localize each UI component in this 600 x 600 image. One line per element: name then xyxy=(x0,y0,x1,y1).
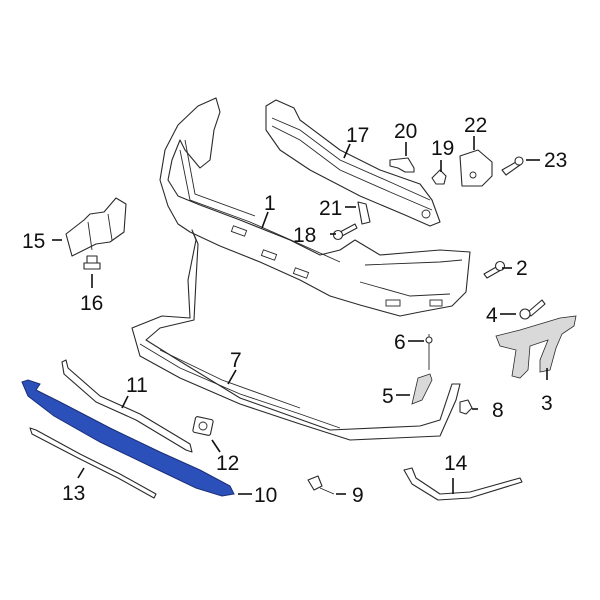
part-16-retainer[interactable] xyxy=(83,255,101,270)
part-5-guide-bracket[interactable] xyxy=(411,373,433,405)
part-15-heat-shield[interactable] xyxy=(65,197,127,257)
leader-lines xyxy=(52,136,548,495)
part-4-screw[interactable] xyxy=(519,299,546,320)
part-8-clip[interactable] xyxy=(459,399,473,415)
part-10-valance-panel[interactable] xyxy=(21,379,235,497)
callout-1: 1 xyxy=(264,192,276,215)
callout-12: 12 xyxy=(216,452,239,475)
callout-2: 2 xyxy=(516,257,528,280)
callout-16: 16 xyxy=(80,292,103,315)
part-17-impact-bar[interactable] xyxy=(265,99,441,227)
callout-9: 9 xyxy=(352,484,364,507)
part-22-module-bracket[interactable] xyxy=(459,149,493,187)
part-7-bumper-cover-lower[interactable] xyxy=(131,229,461,441)
part-23-bolt[interactable] xyxy=(501,156,524,176)
part-20-bracket[interactable] xyxy=(389,157,415,173)
part-12-camera-bracket[interactable] xyxy=(192,416,214,436)
part-11-upper-trim[interactable] xyxy=(61,359,193,453)
callout-23: 23 xyxy=(544,149,567,172)
part-6-push-pin[interactable] xyxy=(425,334,433,370)
callout-20: 20 xyxy=(394,120,417,143)
part-13-lower-trim[interactable] xyxy=(29,427,157,499)
callout-5: 5 xyxy=(382,385,394,408)
callout-7: 7 xyxy=(230,349,242,372)
part-19-clip[interactable] xyxy=(431,169,447,185)
part-9-sensor-harness[interactable] xyxy=(307,475,335,495)
part-3-side-bracket[interactable] xyxy=(495,315,577,379)
callout-6: 6 xyxy=(394,331,406,354)
callout-11: 11 xyxy=(126,374,148,397)
part-18-screw[interactable] xyxy=(332,223,358,241)
callout-15: 15 xyxy=(22,230,45,253)
callout-19: 19 xyxy=(431,137,454,160)
callout-10: 10 xyxy=(254,484,277,507)
part-14-corner-molding[interactable] xyxy=(403,467,523,501)
callout-labels: 1 2 3 4 5 6 7 8 9 10 11 12 13 14 15 16 1… xyxy=(22,114,567,507)
callout-22: 22 xyxy=(464,114,487,137)
part-21-spacer[interactable] xyxy=(357,201,371,225)
part-1-bumper-cover-upper[interactable] xyxy=(159,97,471,317)
callout-18: 18 xyxy=(293,224,316,247)
callout-8: 8 xyxy=(492,399,504,422)
callout-4: 4 xyxy=(486,304,498,327)
callout-14: 14 xyxy=(444,452,468,475)
callout-21: 21 xyxy=(319,197,342,220)
callout-13: 13 xyxy=(62,482,85,505)
callout-3: 3 xyxy=(541,392,553,415)
part-2-bolt[interactable] xyxy=(483,260,506,279)
callout-17: 17 xyxy=(346,124,369,147)
